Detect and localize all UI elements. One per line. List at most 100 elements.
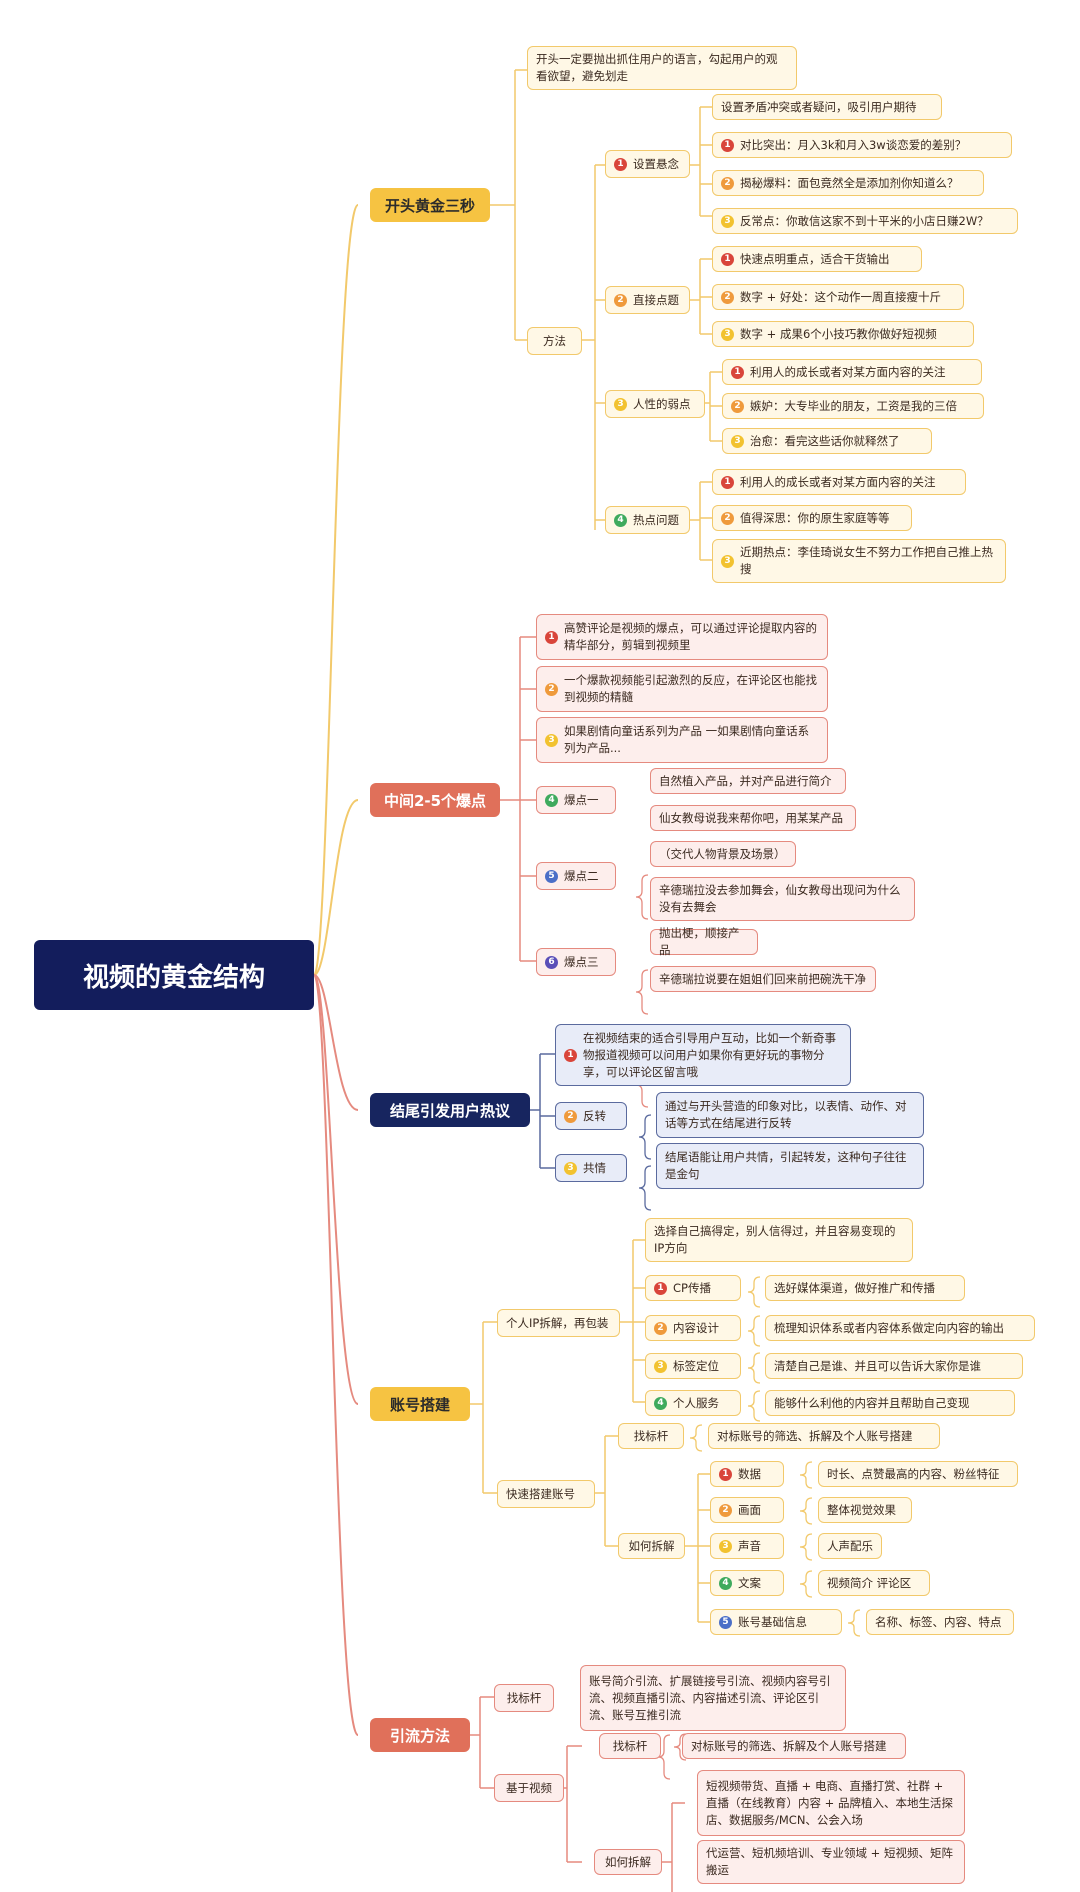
account-quick-bench-desc[interactable]: 对标账号的筛选、拆解及个人账号搭建: [708, 1423, 940, 1449]
account-ip[interactable]: 个人IP拆解，再包装: [497, 1309, 620, 1337]
ending-empathy-text[interactable]: 结尾语能让用户共情，引起转发，这种句子往往是金句: [656, 1143, 924, 1189]
traffic-video-bench[interactable]: 找标杆: [599, 1733, 661, 1759]
account-how-desc[interactable]: 人声配乐: [818, 1533, 882, 1559]
middle-b1-item-text: 仙女教母说我来帮你吧，用某某产品: [659, 810, 843, 825]
middle-b2-item-text: （交代人物背景及场景）: [659, 846, 786, 861]
number-2-icon: 2: [721, 176, 734, 190]
middle-b2-item[interactable]: 辛德瑞拉没去参加舞会，仙女教母出现问为什么没有去舞会: [650, 877, 915, 921]
root-node[interactable]: 视频的黄金结构: [34, 940, 314, 1010]
number-4-icon: 4: [545, 793, 558, 807]
branch-opening[interactable]: 开头黄金三秒: [370, 188, 490, 222]
traffic-video-how-desc[interactable]: 短视频带货、直播 + 电商、直播打赏、社群 + 直播（在线教育）内容 + 品牌植…: [697, 1770, 965, 1836]
account-ip-desc[interactable]: 选好媒体渠道，做好推广和传播: [765, 1275, 965, 1301]
middle-b2[interactable]: 5 爆点二: [536, 862, 616, 890]
account-how-desc[interactable]: 名称、标签、内容、特点: [866, 1609, 1014, 1635]
opening-g1-head[interactable]: 设置矛盾冲突或者疑问，吸引用户期待: [712, 94, 942, 120]
account-ip-desc[interactable]: 能够什么利他的内容并且帮助自己变现: [765, 1390, 1015, 1416]
middle-b3-item[interactable]: 辛德瑞拉说要在姐姐们回来前把碗洗干净: [650, 966, 876, 992]
account-how-item-label: 账号基础信息: [738, 1614, 807, 1629]
middle-point[interactable]: 3 如果剧情向童话系列为产品 一如果剧情向童话系列为产品...: [536, 717, 828, 763]
number-4-icon: 4: [614, 513, 627, 527]
branch-account[interactable]: 账号搭建: [370, 1387, 470, 1421]
number-2-icon: 2: [731, 399, 744, 413]
middle-b3-item[interactable]: 抛出梗，顺接产品: [650, 926, 758, 957]
account-quick-bench-label: 找标杆: [633, 1428, 669, 1443]
opening-intro-text: 开头一定要抛出抓住用户的语言，勾起用户的观看欲望，避免划走: [536, 52, 778, 83]
account-ip-desc[interactable]: 梳理知识体系或者内容体系做定向内容的输出: [765, 1315, 1035, 1341]
number-3-icon: 3: [545, 733, 558, 747]
opening-g3-label: 人性的弱点: [633, 396, 691, 411]
account-quick-bench[interactable]: 找标杆: [618, 1423, 684, 1449]
traffic-video-how[interactable]: 如何拆解: [594, 1849, 662, 1875]
account-quick[interactable]: 快速搭建账号: [497, 1480, 595, 1508]
middle-point-text: 高赞评论是视频的爆点，可以通过评论提取内容的精华部分，剪辑到视频里: [564, 621, 817, 652]
account-how-desc[interactable]: 时长、点赞最高的内容、粉丝特征: [818, 1461, 1018, 1487]
branch-traffic[interactable]: 引流方法: [370, 1718, 470, 1752]
number-2-icon: 2: [654, 1321, 667, 1335]
opening-g3-item[interactable]: 2 嫉妒：大专毕业的朋友，工资是我的三倍: [722, 393, 984, 419]
traffic-video-bench-desc[interactable]: 对标账号的筛选、拆解及个人账号搭建: [682, 1733, 906, 1759]
middle-b1-item[interactable]: 自然植入产品，并对产品进行简介: [650, 768, 846, 794]
middle-b1-label: 爆点一: [564, 792, 599, 807]
traffic-video[interactable]: 基于视频: [494, 1774, 564, 1802]
opening-method[interactable]: 方法: [527, 327, 582, 355]
middle-point-text: 如果剧情向童话系列为产品 一如果剧情向童话系列为产品...: [564, 724, 810, 755]
middle-b2-item[interactable]: （交代人物背景及场景）: [650, 841, 796, 867]
number-5-icon: 5: [545, 869, 558, 883]
account-ip-head[interactable]: 选择自己搞得定，别人信得过，并且容易变现的IP方向: [645, 1218, 913, 1262]
middle-b3-item-text: 辛德瑞拉说要在姐姐们回来前把碗洗干净: [659, 971, 866, 986]
middle-b1[interactable]: 4 爆点一: [536, 786, 616, 814]
traffic-video-how-desc[interactable]: 代运营、短机频培训、专业领域 + 短视频、矩阵搬运: [697, 1840, 965, 1884]
opening-g2-item-text: 数字 + 成果6个小技巧教你做好短视频: [740, 326, 937, 341]
traffic-bench[interactable]: 找标杆: [494, 1684, 554, 1712]
ending-reverse-text[interactable]: 通过与开头营造的印象对比，以表情、动作、对话等方式在结尾进行反转: [656, 1092, 924, 1138]
middle-b3-item-text: 抛出梗，顺接产品: [659, 926, 740, 957]
middle-b1-item-text: 自然植入产品，并对产品进行简介: [659, 773, 832, 788]
opening-intro[interactable]: 开头一定要抛出抓住用户的语言，勾起用户的观看欲望，避免划走: [527, 46, 797, 90]
branch-ending[interactable]: 结尾引发用户热议: [370, 1093, 530, 1127]
middle-b2-label: 爆点二: [564, 868, 599, 883]
opening-g1-label: 设置悬念: [633, 156, 679, 171]
account-how-desc[interactable]: 视频简介 评论区: [818, 1570, 930, 1596]
account-ip-desc[interactable]: 清楚自己是谁、并且可以告诉大家你是谁: [765, 1353, 1023, 1379]
branch-middle[interactable]: 中间2-5个爆点: [370, 783, 500, 817]
middle-b1-item[interactable]: 仙女教母说我来帮你吧，用某某产品: [650, 805, 856, 831]
account-how-desc[interactable]: 整体视觉效果: [818, 1497, 912, 1523]
ending-reverse-desc: 通过与开头营造的印象对比，以表情、动作、对话等方式在结尾进行反转: [665, 1099, 907, 1130]
ending-point-text: 在视频结束的适合引导用户互动，比如一个新奇事物报道视频可以问用户如果你有更好玩的…: [583, 1030, 836, 1079]
account-quick-how[interactable]: 如何拆解: [618, 1533, 685, 1559]
opening-g3-item-text: 嫉妒：大专毕业的朋友，工资是我的三倍: [750, 398, 957, 413]
traffic-bench-desc[interactable]: 账号简介引流、扩展链接号引流、视频内容号引流、视频直播引流、内容描述引流、评论区…: [580, 1665, 846, 1731]
number-3-icon: 3: [719, 1539, 732, 1553]
